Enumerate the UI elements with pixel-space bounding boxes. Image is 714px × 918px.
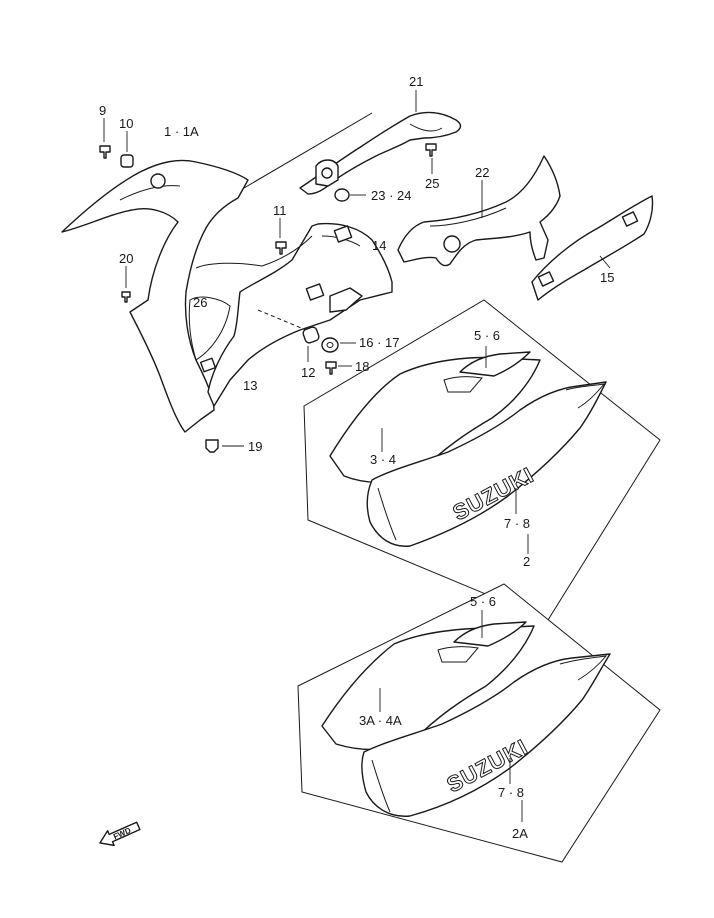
label-14: 14 bbox=[372, 238, 386, 253]
label-18: 18 bbox=[355, 359, 369, 374]
label-25: 25 bbox=[425, 176, 439, 191]
label-19: 19 bbox=[248, 439, 262, 454]
label-5-6-bottom: 5 · 6 bbox=[470, 594, 496, 609]
label-7-8-top: 7 · 8 bbox=[504, 516, 530, 531]
label-16-17: 16 · 17 bbox=[359, 335, 399, 350]
label-2A: 2A bbox=[512, 826, 528, 841]
clip-part-19 bbox=[205, 439, 219, 453]
upper-cowling-group bbox=[61, 112, 393, 433]
forward-arrow-label: FWD bbox=[112, 826, 133, 842]
sticker-part-14 bbox=[333, 225, 353, 243]
label-3-4: 3 · 4 bbox=[370, 452, 396, 467]
label-15: 15 bbox=[600, 270, 614, 285]
label-1-1A: 1 · 1A bbox=[164, 124, 199, 139]
under-cowl-2A-tip bbox=[559, 655, 608, 681]
screw-part-20 bbox=[121, 291, 131, 303]
panel-22-crease bbox=[429, 207, 507, 227]
under-cowl-part-7-8 bbox=[366, 381, 607, 547]
upper-bracket-group bbox=[299, 90, 462, 202]
panel-part-22 bbox=[397, 155, 561, 267]
part-labels: 1 · 1A 9 10 11 20 26 13 14 12 16 · 17 18… bbox=[99, 74, 614, 841]
label-5-6-top: 5 · 6 bbox=[474, 328, 500, 343]
label-10: 10 bbox=[119, 116, 133, 131]
washer-part-16-17 bbox=[321, 337, 339, 353]
label-23-24: 23 · 24 bbox=[371, 188, 411, 203]
under-cowl-part-7-8-2A bbox=[361, 653, 611, 817]
forward-arrow-icon bbox=[99, 821, 141, 847]
label-7-8-bottom: 7 · 8 bbox=[498, 785, 524, 800]
bolt-part-9 bbox=[99, 145, 111, 159]
panel-22-hole bbox=[443, 235, 461, 253]
label-22: 22 bbox=[475, 165, 489, 180]
label-20: 20 bbox=[119, 251, 133, 266]
label-11: 11 bbox=[273, 203, 287, 218]
inner-panel-edge bbox=[195, 235, 313, 269]
right-panel-group bbox=[397, 155, 654, 301]
leader-15 bbox=[599, 255, 611, 269]
trim-part-5-6-2A bbox=[453, 621, 527, 647]
grommet-part-23-24 bbox=[334, 188, 350, 202]
side-panel-3A-4A-vent bbox=[437, 646, 479, 663]
screw-part-11 bbox=[275, 241, 287, 255]
sticker-inner bbox=[305, 283, 325, 301]
assembly-box-edge bbox=[231, 112, 373, 196]
inner-bracket bbox=[329, 287, 363, 313]
under-cowl-assembly-2: SUZUKI bbox=[303, 299, 661, 621]
screw-part-25 bbox=[425, 143, 437, 157]
bracket-mount-hole bbox=[321, 167, 333, 179]
sticker-part-15 bbox=[531, 195, 654, 301]
collar-part-12 bbox=[302, 326, 320, 344]
trim-part-5-6 bbox=[459, 351, 531, 377]
sticker-15-logo bbox=[621, 211, 639, 227]
under-cowl-fold bbox=[377, 487, 397, 541]
label-26: 26 bbox=[193, 295, 207, 310]
under-cowl-2A-fold bbox=[371, 759, 391, 813]
side-cowling-hole bbox=[150, 173, 166, 189]
label-3A-4A: 3A · 4A bbox=[359, 713, 402, 728]
sticker-lower bbox=[199, 357, 217, 373]
grommet-part-10 bbox=[120, 154, 134, 168]
label-13: 13 bbox=[243, 378, 257, 393]
under-cowl-tip bbox=[565, 383, 606, 409]
label-12: 12 bbox=[301, 365, 315, 380]
fastener-group bbox=[99, 118, 356, 453]
assembly-dashed-line bbox=[257, 309, 307, 331]
label-9: 9 bbox=[99, 103, 106, 118]
side-cowling-vent bbox=[188, 296, 231, 361]
bracket-part-21 bbox=[299, 111, 462, 195]
forward-arrow: FWD bbox=[99, 821, 141, 847]
washer-hole bbox=[326, 342, 334, 348]
screw-part-18 bbox=[325, 361, 337, 375]
label-2: 2 bbox=[523, 554, 530, 569]
side-cowling-crease bbox=[119, 185, 181, 201]
side-panel-3-4-vent bbox=[443, 376, 483, 393]
under-cowl-assembly-2A: SUZUKI bbox=[297, 583, 661, 863]
sticker-15-logo-2 bbox=[537, 271, 555, 287]
label-21: 21 bbox=[409, 74, 423, 89]
bracket-crease bbox=[409, 123, 443, 132]
